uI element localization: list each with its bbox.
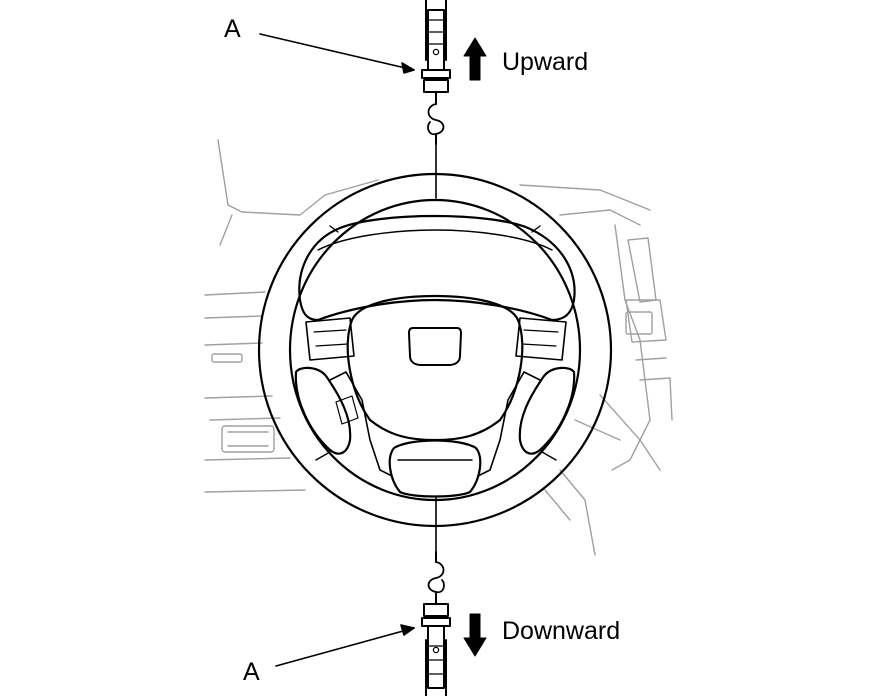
steering-wheel bbox=[257, 172, 613, 528]
lower-hub bbox=[388, 439, 482, 498]
dashboard-outline bbox=[204, 139, 673, 556]
up-arrow-icon bbox=[463, 37, 487, 81]
down-arrow-icon bbox=[463, 613, 487, 657]
upper-hub-cover bbox=[298, 214, 576, 322]
left-switch-pod bbox=[305, 317, 355, 361]
left-lower-spoke bbox=[294, 366, 352, 455]
right-lower-spoke bbox=[518, 366, 576, 455]
emblem-icon bbox=[408, 327, 462, 366]
wheel-rim-outer bbox=[257, 172, 613, 528]
leader-line-top bbox=[259, 33, 415, 71]
spring-scale-top bbox=[421, 0, 451, 199]
wheel-rim-inner bbox=[288, 198, 582, 502]
airbag-pad bbox=[346, 294, 524, 442]
callout-a-bottom: A bbox=[243, 658, 260, 686]
upward-label: Upward bbox=[502, 48, 589, 76]
callout-a-top: A bbox=[224, 15, 241, 43]
right-switch-pod bbox=[515, 317, 567, 361]
downward-label: Downward bbox=[502, 617, 621, 645]
leader-line-bottom bbox=[275, 627, 415, 667]
spring-scale-bottom bbox=[421, 497, 451, 696]
leader-lines bbox=[259, 33, 415, 667]
